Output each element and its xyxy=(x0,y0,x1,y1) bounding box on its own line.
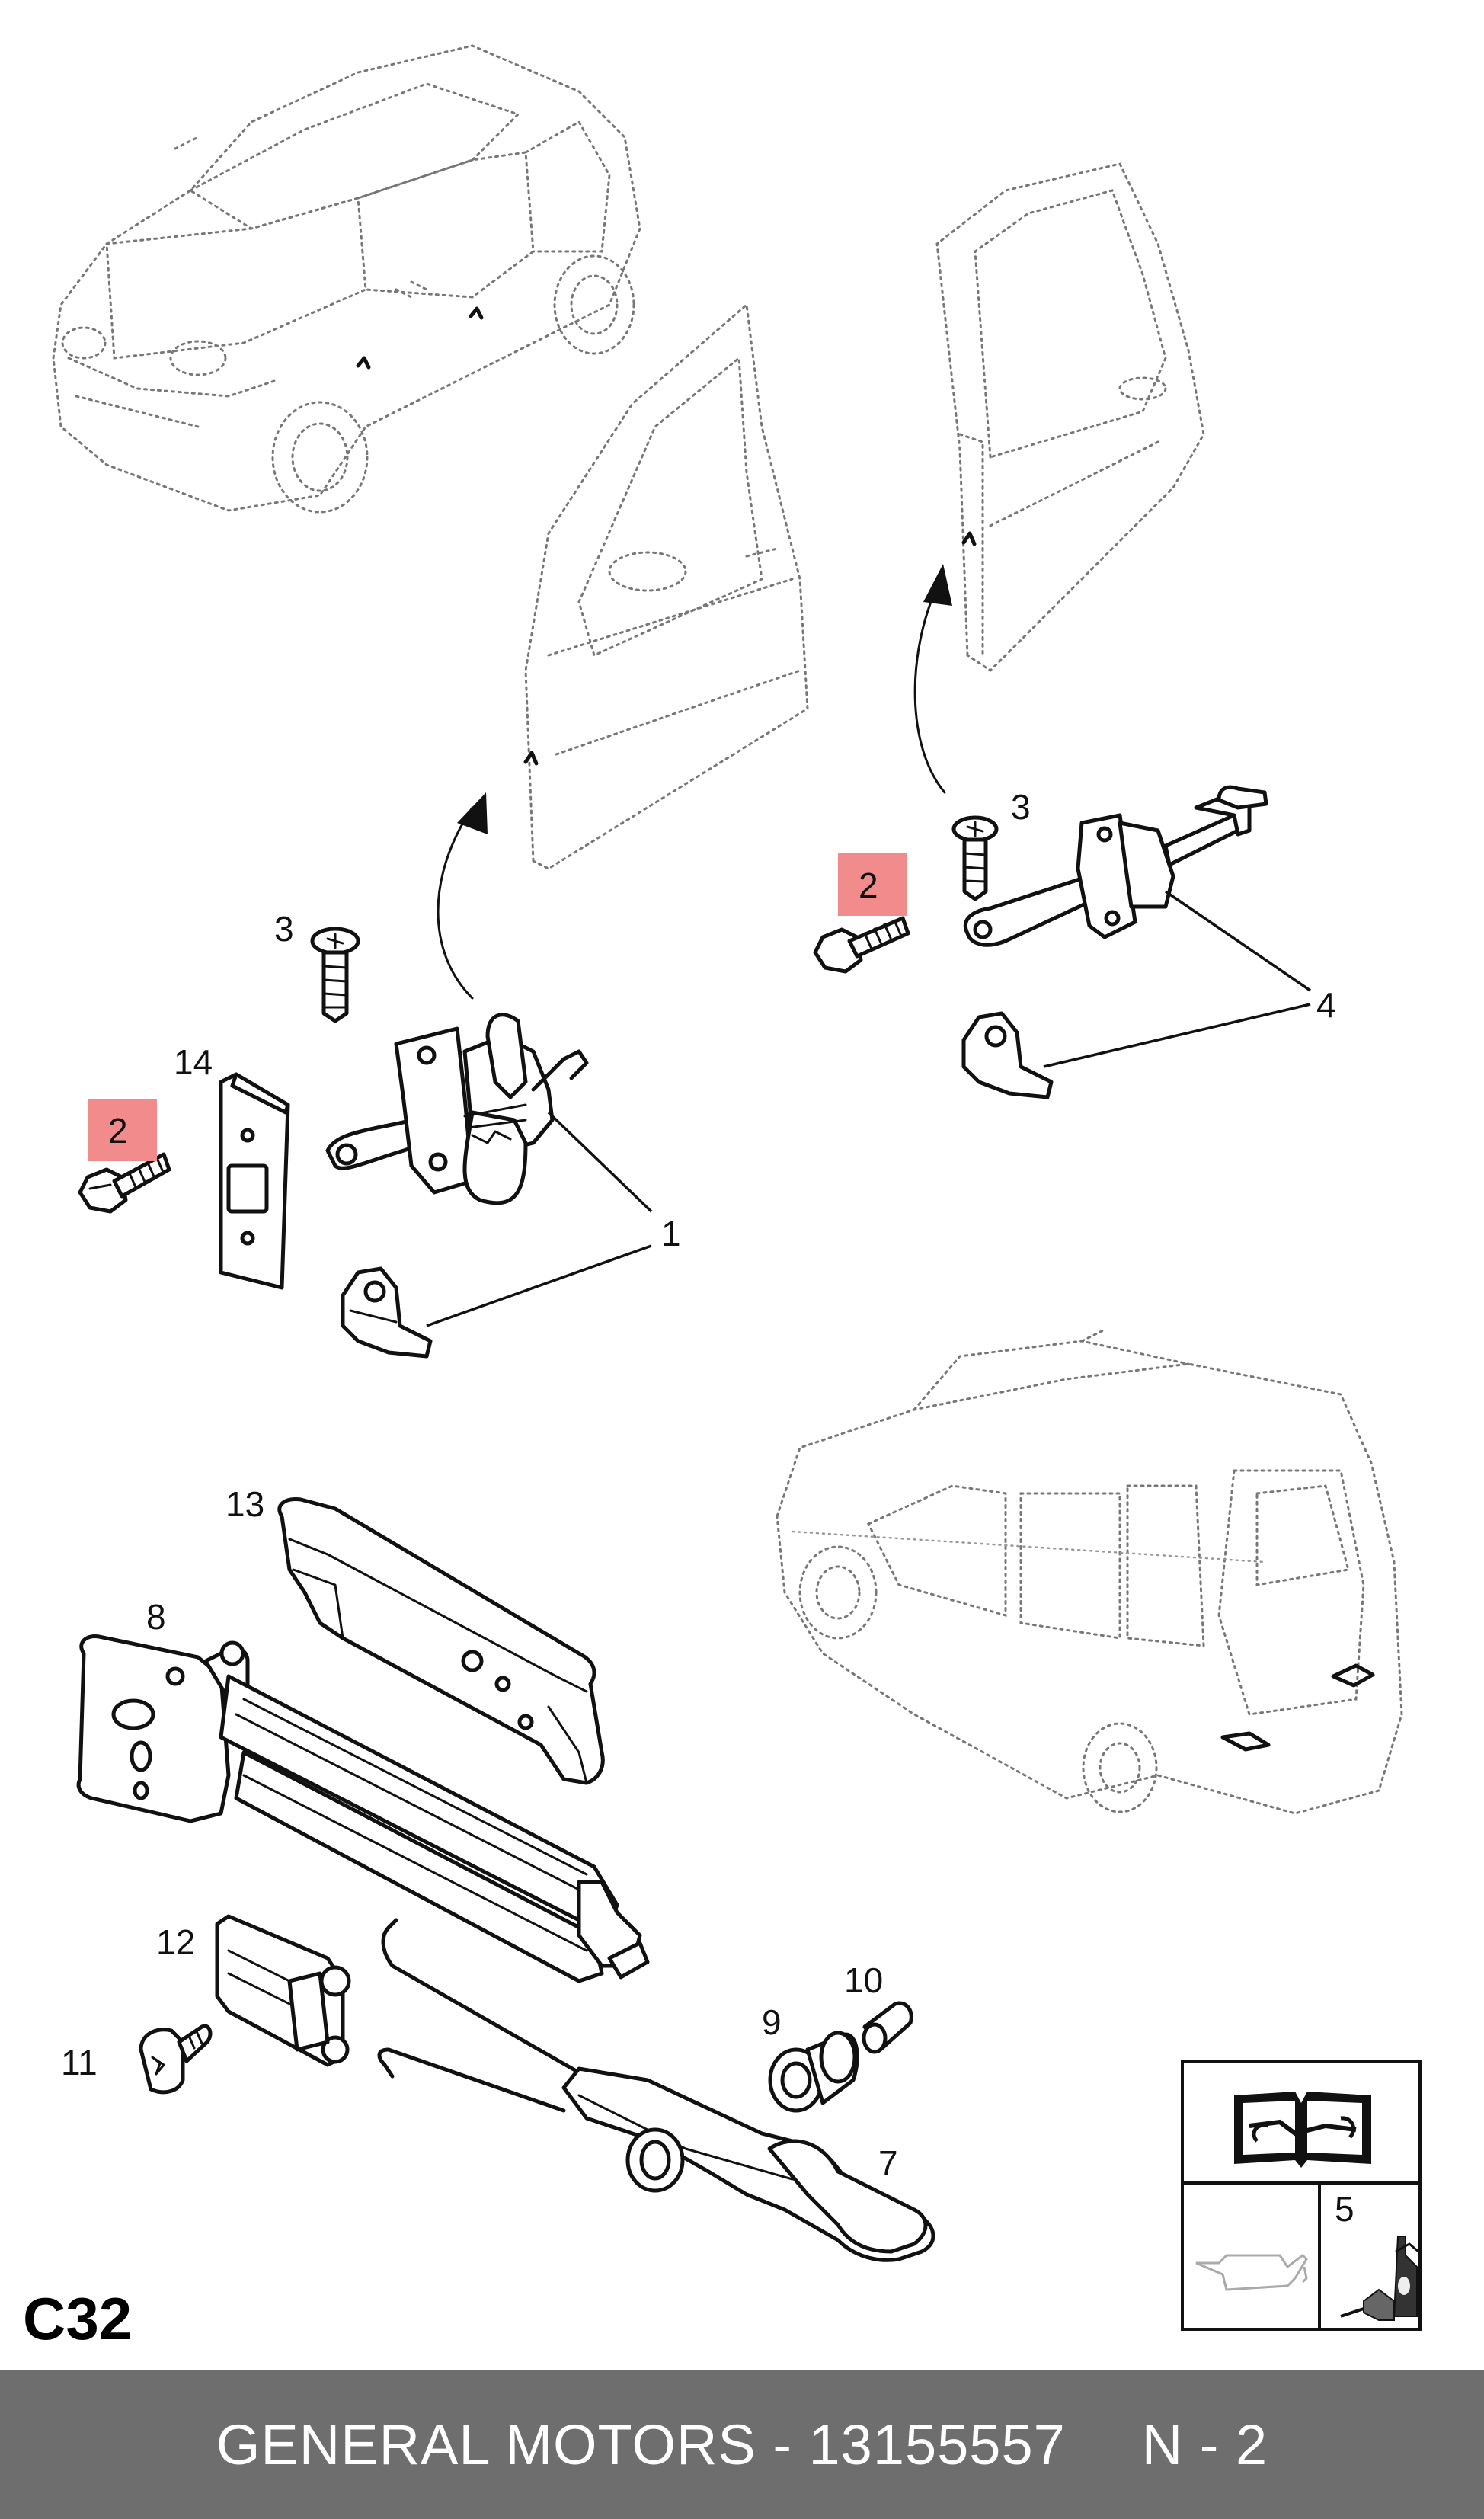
callout-4: 4 xyxy=(1316,985,1336,1025)
hex-bolt-2-right xyxy=(813,916,910,974)
motion-arrows xyxy=(437,564,952,1000)
bushing-9 xyxy=(768,2031,859,2113)
highlight-box-2-right xyxy=(838,853,907,916)
handle-13 xyxy=(277,1496,605,1785)
rear-door-check-link xyxy=(963,785,1268,947)
callout-14: 14 xyxy=(174,1042,213,1082)
callout-1: 1 xyxy=(661,1214,681,1253)
highlight-box-2-left xyxy=(88,1099,157,1161)
door-bracket-4 xyxy=(961,1011,1054,1099)
callout-13: 13 xyxy=(225,1484,264,1524)
front-door-check-link xyxy=(325,1013,589,1205)
oil-can-icon xyxy=(1195,2254,1308,2291)
striker-plate-14 xyxy=(219,1072,290,1290)
front-door-illustration xyxy=(523,302,809,870)
callout-10: 10 xyxy=(844,1960,883,2000)
leader-lines xyxy=(426,890,1311,1327)
torx-bolt-11 xyxy=(139,2024,213,2095)
callout-3-right: 3 xyxy=(1011,787,1031,827)
hex-bolt-2-left xyxy=(78,1152,171,1214)
screw-3-left xyxy=(310,927,360,1023)
footer-bar: GENERAL MOTORS - 13155557 N - 2 xyxy=(0,2370,1484,2519)
adhesive-bottle-icon xyxy=(1340,2236,1419,2321)
callout-2-left: 2 xyxy=(108,1111,128,1151)
callout-11: 11 xyxy=(61,2043,98,2082)
callout-3-left: 3 xyxy=(274,909,294,949)
lever-7 xyxy=(377,1918,935,2262)
screw-3-right xyxy=(951,815,999,901)
callout-8: 8 xyxy=(146,1597,166,1637)
callout-12: 12 xyxy=(156,1922,195,1962)
hinge-12 xyxy=(215,1914,351,2067)
callout-9: 9 xyxy=(762,2002,782,2042)
pin-10 xyxy=(862,2001,913,2054)
callout-7: 7 xyxy=(878,2143,898,2183)
page-code: C32 xyxy=(23,2285,132,2352)
book-wrench-icon xyxy=(1234,2092,1371,2168)
frame-8 xyxy=(76,1634,650,1983)
rear-vehicle-illustration xyxy=(776,1328,1403,1815)
legend-box xyxy=(1181,2060,1422,2331)
rear-door-illustration xyxy=(935,162,1205,672)
footer-part-number: GENERAL MOTORS - 13155557 xyxy=(216,2412,1066,2476)
footer-page-label: N - 2 xyxy=(1141,2412,1268,2476)
callout-2-right: 2 xyxy=(859,866,878,905)
front-vehicle-illustration xyxy=(52,44,641,514)
door-bracket-1 xyxy=(341,1266,433,1359)
callout-5: 5 xyxy=(1335,2189,1354,2229)
